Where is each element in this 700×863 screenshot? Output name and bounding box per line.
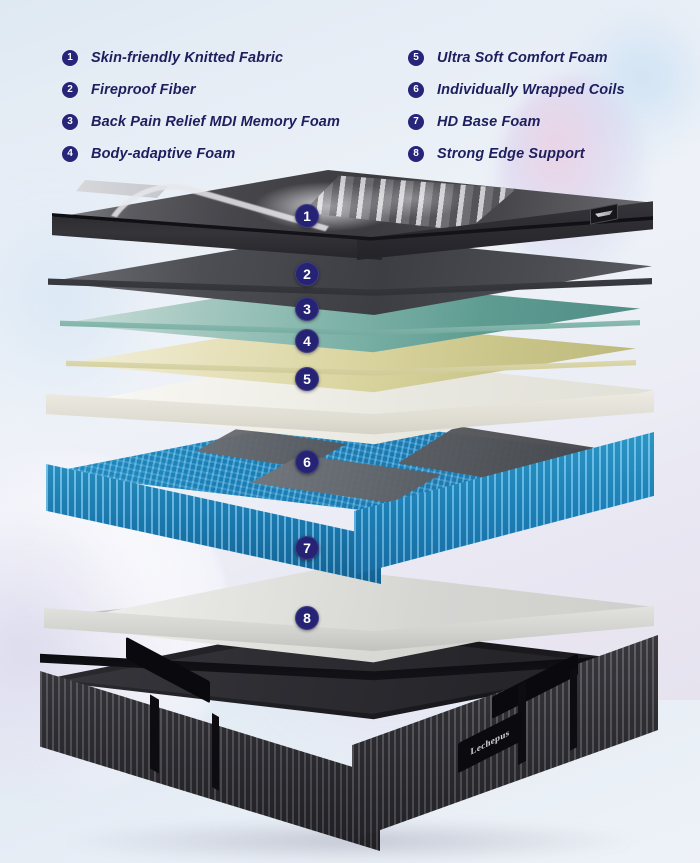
mattress-layer-6-wrapped-coils [46, 418, 654, 608]
diagram-pin-5[interactable]: 5 [295, 367, 319, 391]
legend-badge-6-icon: 6 [408, 82, 424, 98]
legend-item-8: 8 Strong Edge Support [408, 138, 625, 170]
mattress-layer-2-fireproof-fiber [48, 234, 652, 326]
legend-label-1: Skin-friendly Knitted Fabric [91, 50, 284, 66]
legend-badge-5-icon: 5 [408, 50, 424, 66]
legend-item-3: 3 Back Pain Relief MDI Memory Foam [62, 106, 340, 138]
legend-badge-3-icon: 3 [62, 114, 78, 130]
legend-column-left: 1 Skin-friendly Knitted Fabric 2 Firepro… [62, 42, 340, 170]
diagram-pin-3[interactable]: 3 [295, 297, 319, 321]
base-handle-1 [150, 694, 159, 774]
layer-legend: 1 Skin-friendly Knitted Fabric 2 Firepro… [0, 0, 700, 178]
diagram-pin-4[interactable]: 4 [295, 329, 319, 353]
legend-badge-8-icon: 8 [408, 146, 424, 162]
exploded-mattress-diagram: Lechepus [0, 168, 700, 863]
mattress-layer-7-hd-base-foam [44, 568, 654, 686]
legend-badge-1-icon: 1 [62, 50, 78, 66]
legend-label-6: Individually Wrapped Coils [437, 82, 625, 98]
mattress-layer-1-knitted-cover [52, 170, 653, 270]
diagram-pin-1[interactable]: 1 [295, 204, 319, 228]
legend-item-2: 2 Fireproof Fiber [62, 74, 340, 106]
legend-label-7: HD Base Foam [437, 114, 541, 130]
legend-column-right: 5 Ultra Soft Comfort Foam 6 Individually… [408, 42, 625, 170]
legend-label-5: Ultra Soft Comfort Foam [437, 50, 608, 66]
legend-label-4: Body-adaptive Foam [91, 146, 236, 162]
legend-label-3: Back Pain Relief MDI Memory Foam [91, 114, 340, 130]
legend-item-7: 7 HD Base Foam [408, 106, 625, 138]
diagram-pin-8[interactable]: 8 [295, 606, 319, 630]
diagram-pin-7[interactable]: 7 [295, 536, 319, 560]
legend-badge-4-icon: 4 [62, 146, 78, 162]
legend-item-4: 4 Body-adaptive Foam [62, 138, 340, 170]
legend-label-2: Fireproof Fiber [91, 82, 196, 98]
diagram-pin-2[interactable]: 2 [295, 262, 319, 286]
legend-item-5: 5 Ultra Soft Comfort Foam [408, 42, 625, 74]
legend-label-8: Strong Edge Support [437, 146, 585, 162]
base-handle-2 [212, 712, 219, 792]
diagram-pin-6[interactable]: 6 [295, 450, 319, 474]
legend-item-1: 1 Skin-friendly Knitted Fabric [62, 42, 340, 74]
legend-item-6: 6 Individually Wrapped Coils [408, 74, 625, 106]
legend-badge-7-icon: 7 [408, 114, 424, 130]
legend-badge-2-icon: 2 [62, 82, 78, 98]
